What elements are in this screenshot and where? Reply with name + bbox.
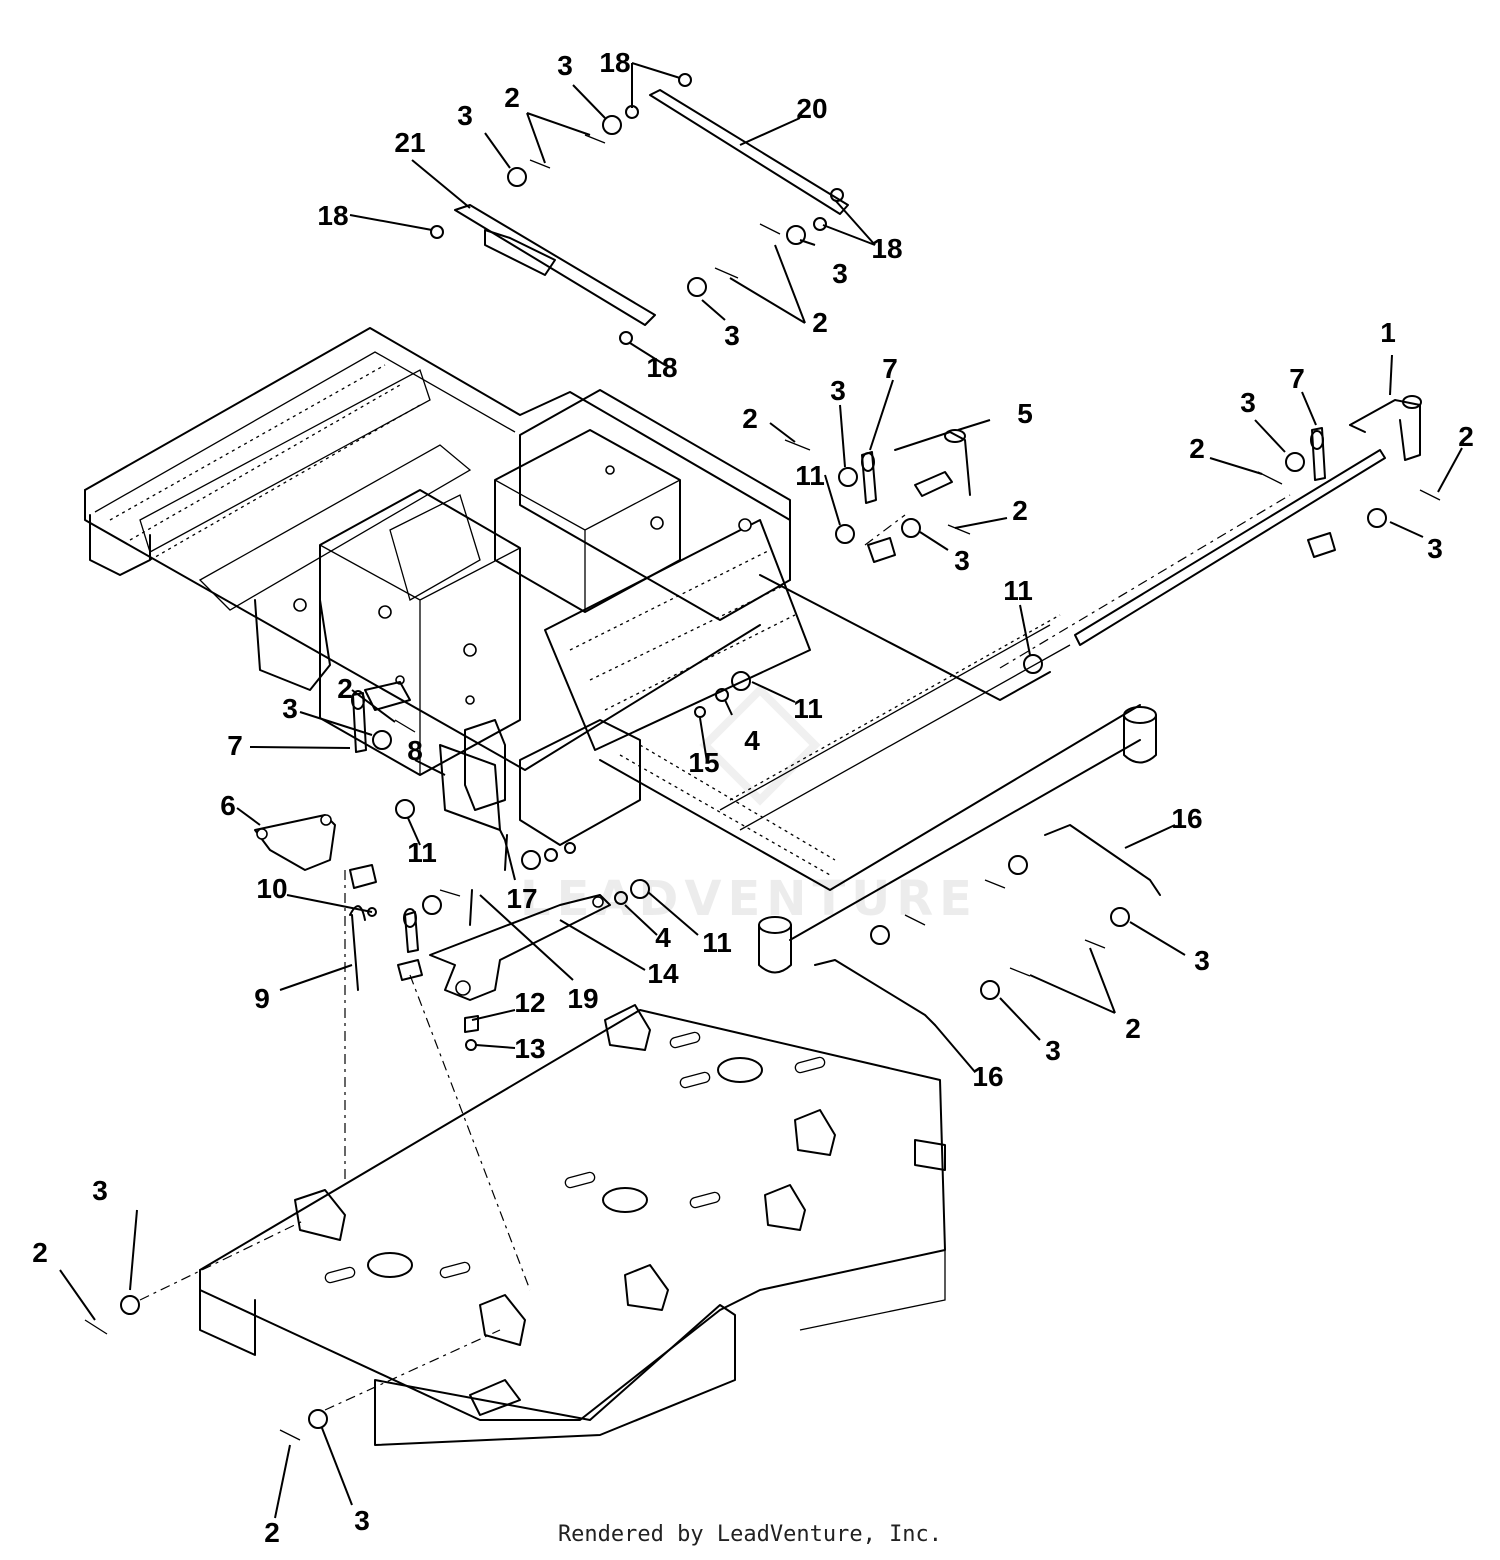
- callout-3: 3: [354, 1505, 370, 1536]
- callout-21: 21: [394, 127, 425, 158]
- callout-3: 3: [1194, 945, 1210, 976]
- hardware: [84, 73, 1441, 1441]
- leader-lines: [59, 62, 1463, 1519]
- callout-18: 18: [871, 233, 902, 264]
- callout-11: 11: [795, 460, 825, 491]
- callout-18: 18: [646, 352, 677, 383]
- callout-15: 15: [688, 747, 719, 778]
- callout-3: 3: [830, 375, 846, 406]
- callouts: 1 2 2 2 2 2 2 2 2 2 2 2 3 3 3 3 3 3 3 3 …: [32, 47, 1474, 1548]
- callout-4: 4: [655, 922, 671, 953]
- callout-3: 3: [282, 693, 298, 724]
- callout-13: 13: [514, 1033, 545, 1064]
- callout-11: 11: [407, 837, 437, 868]
- callout-3: 3: [557, 50, 573, 81]
- callout-4: 4: [744, 725, 760, 756]
- callout-19: 19: [567, 983, 598, 1014]
- callout-3: 3: [457, 100, 473, 131]
- callout-3: 3: [1427, 533, 1443, 564]
- callout-2: 2: [1189, 433, 1205, 464]
- watermark-logo: [699, 684, 821, 806]
- callout-2: 2: [1012, 495, 1028, 526]
- callout-3: 3: [724, 320, 740, 351]
- callout-12: 12: [514, 987, 545, 1018]
- callout-2: 2: [504, 82, 520, 113]
- callout-3: 3: [1045, 1035, 1061, 1066]
- callout-5: 5: [1017, 398, 1033, 429]
- mower-frame: [84, 327, 1157, 974]
- lift-assembly: [254, 89, 1422, 1026]
- callout-11: 11: [1003, 575, 1033, 606]
- callout-2: 2: [812, 307, 828, 338]
- callout-18: 18: [317, 200, 348, 231]
- callout-3: 3: [92, 1175, 108, 1206]
- callout-10: 10: [256, 873, 287, 904]
- watermark: LEADVENTURE: [520, 871, 978, 927]
- callout-7: 7: [882, 353, 898, 384]
- callout-2: 2: [337, 673, 353, 704]
- callout-16: 16: [972, 1061, 1003, 1092]
- mower-deck: [199, 1004, 946, 1446]
- footer-credit: Rendered by LeadVenture, Inc.: [557, 1522, 943, 1547]
- callout-2: 2: [1458, 421, 1474, 452]
- callout-9: 9: [254, 983, 270, 1014]
- callout-2: 2: [32, 1237, 48, 1268]
- callout-3: 3: [832, 258, 848, 289]
- callout-3: 3: [1240, 387, 1256, 418]
- callout-11: 11: [793, 693, 823, 724]
- callout-18: 18: [599, 47, 630, 78]
- callout-7: 7: [227, 730, 243, 761]
- callout-17: 17: [506, 883, 537, 914]
- callout-11: 11: [702, 927, 732, 958]
- callout-6: 6: [220, 790, 236, 821]
- callout-2: 2: [742, 403, 758, 434]
- callout-8: 8: [407, 735, 423, 766]
- callout-1: 1: [1380, 317, 1396, 348]
- callout-3: 3: [954, 545, 970, 576]
- callout-7: 7: [1289, 363, 1305, 394]
- callout-20: 20: [796, 93, 827, 124]
- callout-2: 2: [1125, 1013, 1141, 1044]
- callout-16: 16: [1171, 803, 1202, 834]
- callout-2: 2: [264, 1517, 280, 1548]
- callout-14: 14: [647, 958, 679, 989]
